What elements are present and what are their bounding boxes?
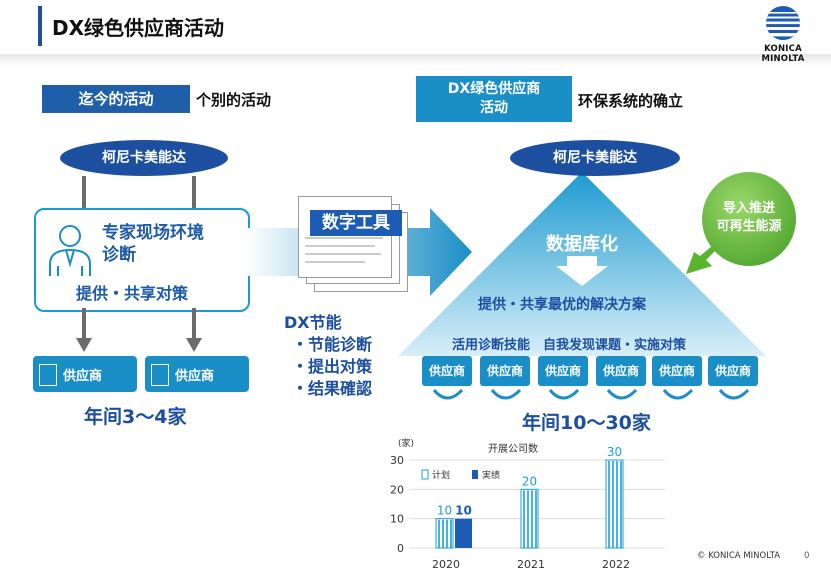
building-icon (39, 364, 57, 386)
supplier-label: 供应商 (63, 369, 103, 384)
data-label: 20 (522, 474, 537, 488)
expert-line-1: 专家现场环境 (102, 223, 204, 243)
brand-logo: KONICA MINOLTA (742, 4, 824, 64)
data-label: 30 (607, 445, 622, 459)
data-label: 10 (437, 504, 452, 518)
brand-name: KONICA MINOLTA (761, 44, 805, 64)
cycle-arrow-icon (548, 388, 580, 400)
bar-actual (455, 518, 472, 548)
y-tick-label: 30 (390, 454, 404, 467)
title-accent-bar (38, 6, 42, 46)
individual-activities-caption: 个别的活动 (196, 91, 272, 109)
supplier-box-right-4: 供应商 (596, 356, 646, 386)
page-title: DX绿色供应商活动 (52, 16, 225, 40)
connector-line (192, 176, 196, 208)
digital-tool-label: 数字工具 (310, 210, 402, 236)
expert-diagnosis-box: 专家现场环境 诊断 提供・共享对策 (34, 208, 250, 312)
left-annual-count: 年间3～4家 (84, 406, 187, 428)
down-arrow-icon (186, 338, 202, 352)
down-arrow-icon (76, 338, 92, 352)
document-icon (298, 196, 392, 278)
bar-plan (520, 488, 539, 549)
x-tick-label: 2022 (602, 558, 630, 571)
dx-green-supplier-tag: DX绿色供应商 活动 (416, 76, 572, 122)
past-activities-tag: 迄今的活动 (42, 85, 190, 113)
y-tick-label: 10 (390, 513, 404, 526)
company-oval-right: 柯尼卡美能达 (510, 140, 680, 176)
cycle-arrow-icon (490, 388, 522, 400)
data-label: 10 (455, 504, 472, 518)
optimal-solution-label: 提供・共享最优的解决方案 (478, 297, 646, 313)
green-arrow-icon (686, 246, 718, 274)
building-icon (151, 364, 169, 386)
dx-item-diagnosis: ・节能诊断 (292, 335, 373, 354)
dx-item-proposal: ・提出对策 (292, 357, 373, 376)
down-arrow-icon (556, 256, 608, 286)
dx-energy-title: DX节能 (284, 313, 342, 332)
dx-tag-line-1: DX绿色供应商 (447, 81, 541, 97)
company-oval-left: 柯尼卡美能达 (60, 140, 228, 176)
expert-line-2: 诊断 (102, 245, 136, 265)
x-tick-label: 2021 (517, 558, 545, 571)
copyright-text: © KONICA MINOLTA (697, 551, 781, 561)
globe-logo-icon (766, 6, 800, 40)
y-tick-label: 20 (390, 483, 404, 496)
legend-label: 计划 (432, 469, 450, 481)
arrow-shaft (192, 308, 196, 340)
provide-share-measures: 提供・共享对策 (76, 284, 189, 303)
right-annual-count: 年间10～30家 (522, 412, 651, 434)
supplier-box-right-5: 供应商 (652, 356, 702, 386)
down-arrows-left (76, 308, 202, 352)
cycle-arrows (432, 388, 750, 400)
supplier-label: 供应商 (175, 369, 215, 384)
cycle-arrow-icon (432, 388, 464, 400)
x-tick-label: 2020 (432, 558, 460, 571)
arrow-shaft (82, 308, 86, 340)
bar-plan (435, 518, 454, 549)
renewable-line-2: 可再生能源 (716, 219, 782, 234)
eco-system-caption: 环保系统的确立 (578, 92, 684, 110)
connector-line (82, 176, 86, 208)
renewable-line-1: 导入推进 (722, 201, 775, 216)
chart-y-unit: (家) (398, 437, 414, 449)
person-icon (49, 225, 91, 276)
legend-swatch (472, 470, 478, 479)
renewable-energy-badge: 导入推进 可再生能源 (702, 172, 796, 266)
cycle-arrow-icon (662, 388, 694, 400)
supplier-box-right-1: 供应商 (422, 356, 472, 386)
digital-tool-stack: 数字工具 (296, 190, 412, 292)
cycle-arrow-icon (606, 388, 638, 400)
dx-tag-line-2: 活动 (480, 100, 508, 116)
bar-plan (605, 459, 624, 549)
supplier-box-left-a: 供应商 (33, 356, 137, 392)
expert-diagnosis-title: 专家现场环境 诊断 (102, 222, 242, 266)
chart-title: 开展公司数 (488, 442, 538, 455)
pyramid (398, 172, 766, 356)
cycle-arrow-icon (718, 388, 750, 400)
supplier-box-right-2: 供应商 (480, 356, 530, 386)
page-number: 0 (804, 551, 810, 561)
dx-energy-list: DX节能 ・节能诊断 ・提出对策 ・结果確認 (284, 312, 373, 400)
database-label: 数据库化 (546, 234, 618, 255)
legend-swatch (421, 469, 429, 480)
supplier-box-right-6: 供应商 (708, 356, 758, 386)
legend-label: 実绩 (482, 469, 500, 481)
dx-item-confirm: ・结果確認 (292, 379, 373, 398)
skill-activity-label: 活用诊断技能 自我发现课题・实施对策 (452, 338, 687, 353)
supplier-box-right-3: 供应商 (538, 356, 588, 386)
y-tick-label: 0 (397, 542, 404, 555)
header-divider (0, 54, 831, 66)
supplier-box-left-b: 供应商 (145, 356, 249, 392)
